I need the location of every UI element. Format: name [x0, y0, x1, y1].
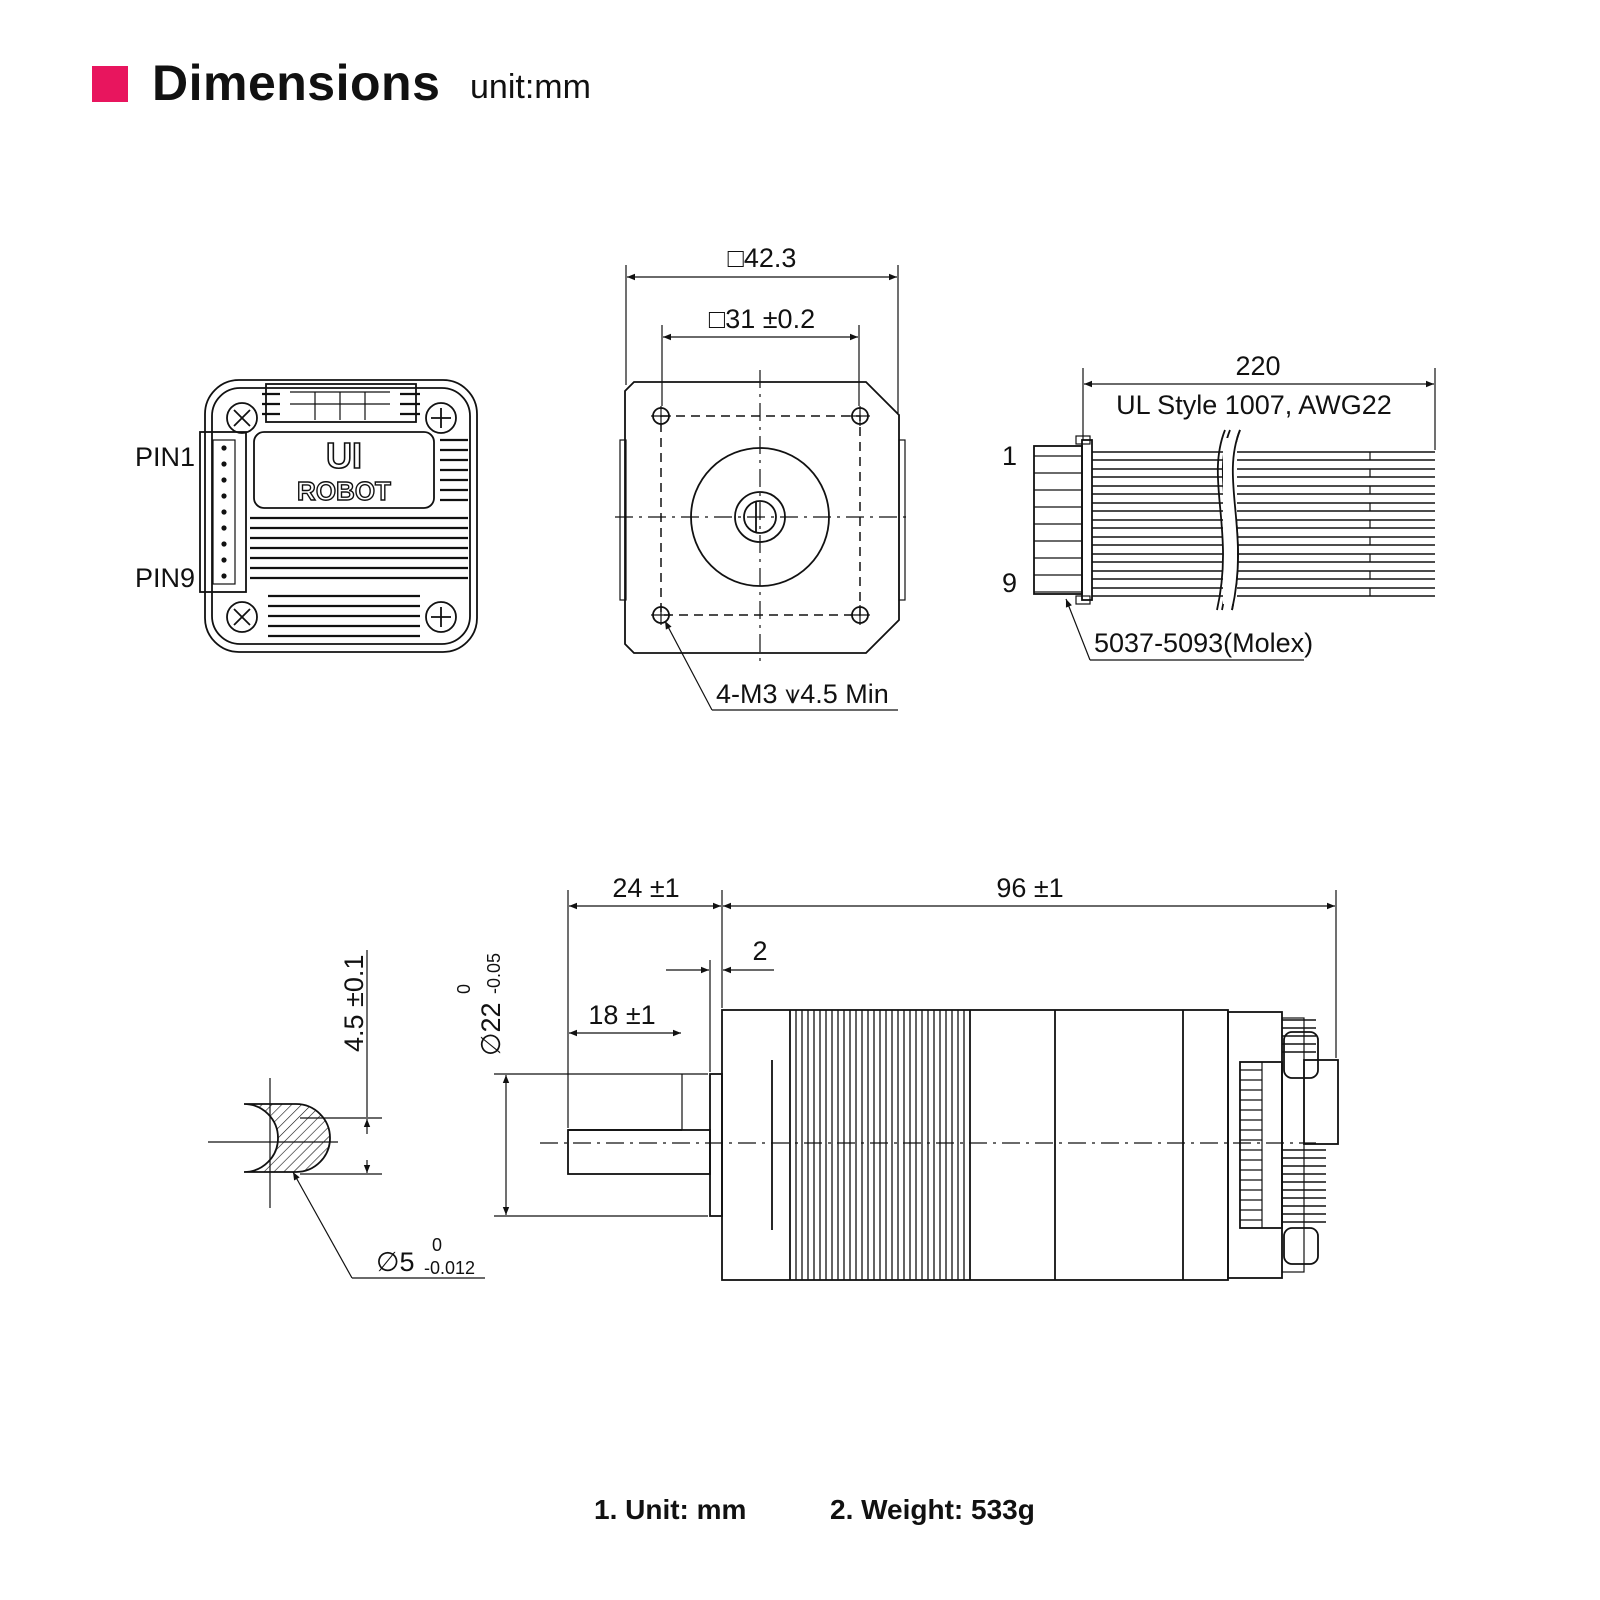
page-title: Dimensions	[152, 55, 441, 111]
top-view-inner	[211, 387, 471, 645]
unit-label: unit:mm	[470, 68, 591, 106]
boss-circle	[690, 447, 830, 587]
mount-hole-label: 4-M3 ⩛4.5 Min	[716, 679, 889, 709]
boss-tol-upper: 0	[454, 984, 474, 994]
body-length-label: 96 ±1	[996, 873, 1063, 903]
flange-label: 2	[752, 936, 767, 966]
note-weight: 2. Weight: 533g	[830, 1494, 1035, 1525]
logo-text-ui: UI	[326, 435, 362, 476]
pin-dot	[221, 445, 227, 451]
cable-pin9-label: 9	[1002, 568, 1017, 598]
top-view: UI ROBOT	[199, 379, 478, 653]
pin9-label: PIN9	[135, 563, 195, 593]
top-view-body	[204, 379, 478, 653]
boss-diameter-label: ∅22	[476, 1002, 506, 1056]
cable-view	[1033, 429, 1435, 611]
cable-spec-label: UL Style 1007, AWG22	[1116, 390, 1392, 420]
pin-dot	[221, 477, 227, 483]
shaft-section	[208, 1078, 338, 1208]
pin-dot	[221, 509, 227, 515]
front-flange	[624, 381, 900, 654]
cable-length-label: 220	[1235, 351, 1280, 381]
screw-icon	[425, 402, 457, 434]
shaft-flat-label: 4.5 ±0.1	[339, 955, 369, 1052]
pin-dot	[221, 461, 227, 467]
note-unit: 1. Unit: mm	[594, 1494, 747, 1525]
hole-spacing-label: □31 ±0.2	[709, 304, 815, 334]
cable-pin1-label: 1	[1002, 441, 1017, 471]
pin-dot	[221, 525, 227, 531]
side-shaft	[567, 1129, 711, 1175]
boss-tol-lower: -0.05	[484, 953, 504, 994]
pin-dot	[221, 541, 227, 547]
section-marker	[92, 66, 128, 102]
pin-header	[199, 431, 247, 593]
top-connector	[265, 383, 417, 423]
side-boss	[709, 1073, 723, 1217]
molex-connector	[1033, 445, 1083, 595]
shaft-length-label: 24 ±1	[612, 873, 679, 903]
shaft-tol-lower: -0.012	[424, 1258, 475, 1278]
shaft-outer	[734, 491, 786, 543]
shaft-tol-upper: 0	[432, 1235, 442, 1255]
connector-label: 5037-5093(Molex)	[1094, 628, 1313, 658]
side-body	[721, 1009, 1229, 1281]
shaft-inner	[743, 500, 777, 534]
pin-dot	[221, 573, 227, 579]
side-view	[540, 1009, 1339, 1281]
pin1-label: PIN1	[135, 442, 195, 472]
outer-size-label: □42.3	[728, 243, 797, 273]
pin-dot	[221, 557, 227, 563]
logo-text-robot: ROBOT	[297, 476, 391, 506]
front-view	[615, 370, 912, 662]
logo-plate	[253, 431, 435, 509]
screw-icon	[425, 601, 457, 633]
driver-block	[1227, 1011, 1283, 1279]
shaft-diameter-label: ∅5	[376, 1247, 415, 1277]
flat-length-label: 18 ±1	[588, 1000, 655, 1030]
heatsink-fins	[250, 392, 468, 638]
screw-icon	[226, 402, 258, 434]
screw-icon	[226, 601, 258, 633]
pin-dot	[221, 493, 227, 499]
